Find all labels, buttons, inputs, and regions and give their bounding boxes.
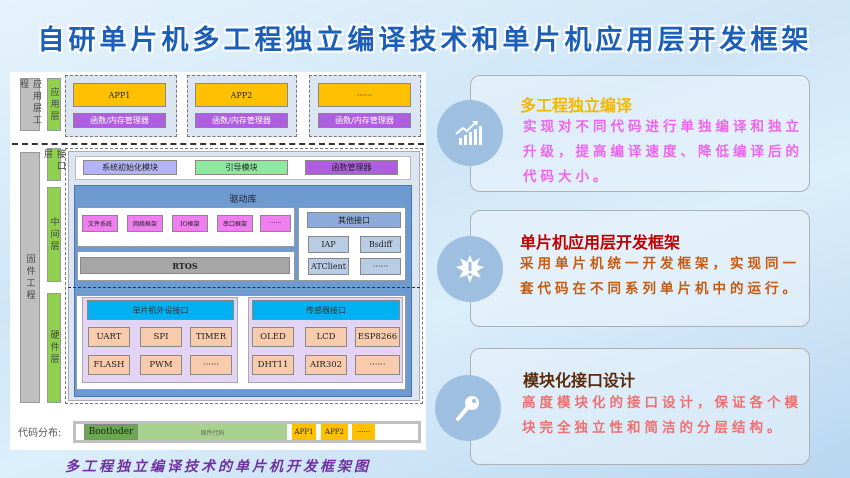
sensor-item: LCD	[305, 327, 347, 347]
segment-app1: APP1	[292, 424, 316, 440]
driver-library-title: 驱动库	[229, 195, 257, 205]
middleware-item: ······	[260, 215, 291, 232]
mcu-peripheral-title: 单片机外设接口	[87, 300, 234, 320]
app-box: ······	[318, 83, 411, 107]
other-if-item: IAP	[308, 236, 349, 253]
label-middle-layer: 中间层	[47, 187, 61, 282]
peripheral-item: SPI	[140, 327, 182, 347]
peripheral-item: TIMER	[190, 327, 232, 347]
peripheral-item: PWM	[140, 355, 182, 375]
alert-burst-icon	[437, 236, 503, 302]
peripheral-item: FLASH	[88, 355, 130, 375]
other-if-item: Bsdiff	[360, 236, 401, 253]
other-interfaces-title: 其他接口	[307, 212, 401, 228]
sensor-item: ESP8266	[355, 327, 400, 347]
label-app-project: 应用层工程	[18, 78, 41, 131]
middleware-item: IO框架	[172, 215, 208, 232]
label-firmware-project: 固件工程	[20, 152, 40, 403]
peripheral-item: UART	[88, 327, 130, 347]
label-hardware-layer: 硬件层	[47, 293, 61, 403]
app-manager: 函数/内存管理器	[318, 113, 411, 128]
label-interface-layer: 接口层	[42, 148, 65, 181]
interface-module: 引导模块	[195, 160, 288, 175]
layer-divider	[12, 143, 424, 145]
layer-divider	[68, 287, 420, 288]
segment-app2: APP2	[321, 424, 348, 440]
middleware-item: 文件系统	[82, 215, 118, 232]
sensor-item: DHT11	[252, 355, 294, 375]
peripheral-item: ······	[190, 355, 232, 375]
chart-growth-icon	[437, 100, 503, 166]
segment-firmware: 固件代码	[138, 424, 287, 440]
card-title: 单片机应用层开发框架	[520, 233, 681, 252]
interface-module: 函数管理器	[305, 160, 398, 175]
firmware-group	[65, 148, 423, 404]
code-dist-label: 代码分布:	[18, 428, 62, 439]
segment-more: ······	[352, 424, 375, 440]
sensor-item: AIR302	[305, 355, 347, 375]
sensor-title: 传感器接口	[252, 300, 400, 320]
segment-bootloader: Bootloder	[84, 424, 138, 440]
card-title: 模块化接口设计	[523, 371, 636, 390]
sensor-item: ······	[355, 355, 400, 375]
app-box: APP2	[195, 83, 288, 107]
app-manager: 函数/内存管理器	[195, 113, 288, 128]
other-if-item: ATClient	[308, 258, 349, 275]
card-body: 高度模块化的接口设计，保证各个模块完全独立性和简洁的分层结构。	[522, 395, 802, 436]
sensor-item: OLED	[252, 327, 294, 347]
page-title: 自研单片机多工程独立编译技术和单片机应用层开发框架	[37, 25, 813, 56]
middleware-item: 串口框架	[217, 215, 253, 232]
card-title: 多工程独立编译	[520, 96, 633, 115]
key-icon	[435, 375, 501, 441]
other-if-item: ······	[360, 258, 401, 275]
interface-module: 系统初始化模块	[83, 160, 177, 175]
diagram-caption: 多工程独立编译技术的单片机开发框架图	[65, 459, 371, 475]
card-body: 实现对不同代码进行单独编译和独立升级，提高编译速度、降低编译后的代码大小。	[523, 119, 803, 185]
middleware-item: 网络框架	[127, 215, 163, 232]
app-manager: 函数/内存管理器	[73, 113, 166, 128]
label-app-layer: 应用层	[47, 78, 61, 131]
feature-card	[470, 348, 810, 465]
card-body: 采用单片机统一开发框架，实现同一套代码在不同系列单片机中的运行。	[520, 256, 800, 297]
rtos: RTOS	[80, 257, 290, 274]
feature-card	[470, 75, 810, 192]
feature-card	[470, 210, 810, 327]
app-box: APP1	[73, 83, 166, 107]
